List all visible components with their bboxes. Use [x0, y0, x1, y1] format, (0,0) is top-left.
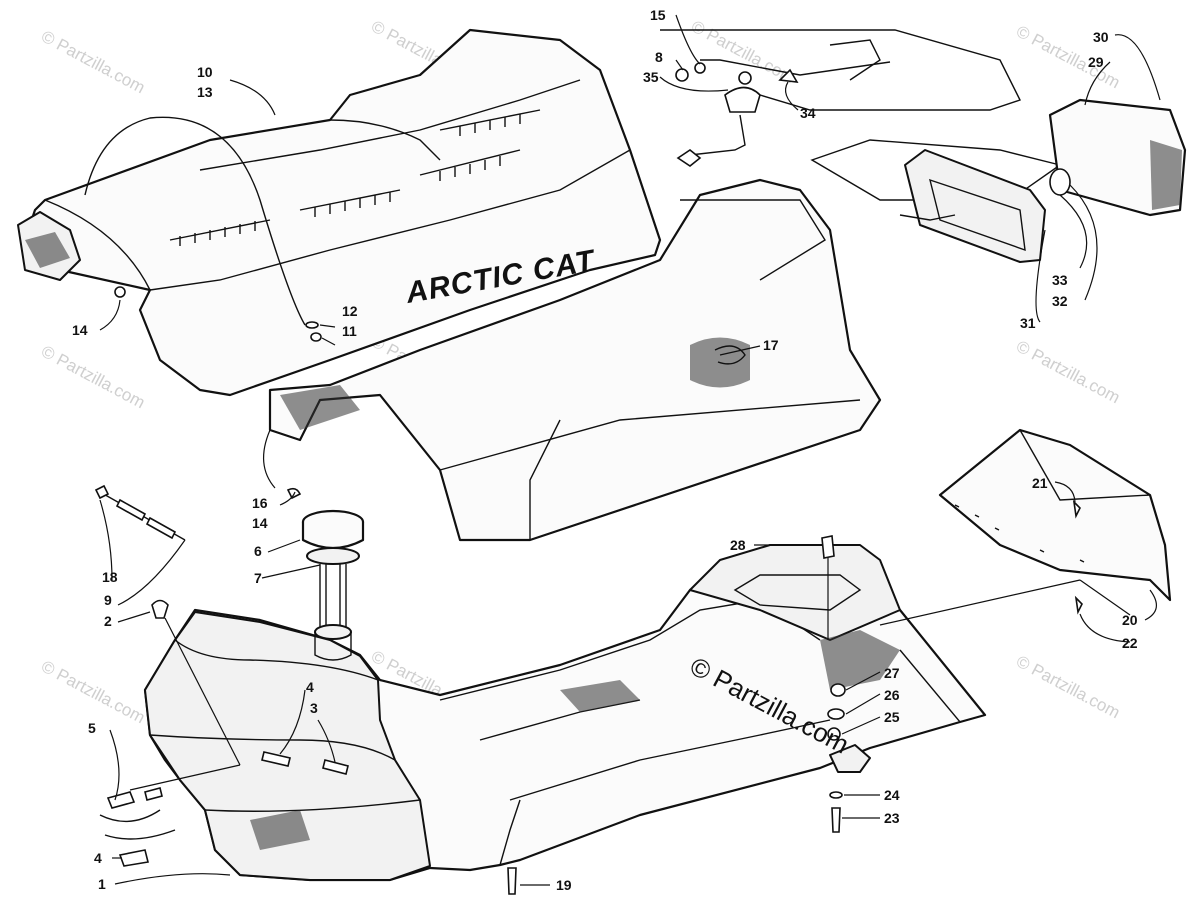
callout-7: 7 — [254, 570, 262, 586]
callout-1: 1 — [98, 876, 106, 892]
taillight-lens — [1048, 98, 1187, 217]
seat-assembly: ARCTIC CAT — [17, 28, 882, 542]
callout-35: 35 — [643, 69, 659, 85]
callout-17: 17 — [763, 337, 779, 353]
watermark-tile: © Partzilla.com — [38, 342, 148, 413]
callout-34: 34 — [800, 105, 816, 121]
callout-30: 30 — [1093, 29, 1109, 45]
callout-26: 26 — [884, 687, 900, 703]
callout-31: 31 — [1020, 315, 1036, 331]
bracket — [938, 428, 1172, 602]
grommet — [724, 86, 761, 113]
callout-29: 29 — [1088, 54, 1104, 70]
connector — [676, 149, 702, 167]
hardware — [94, 286, 1083, 895]
washer — [738, 71, 752, 85]
callout-24: 24 — [884, 787, 900, 803]
callout-25: 25 — [884, 709, 900, 725]
console-box — [689, 544, 901, 641]
callout-23: 23 — [884, 810, 900, 826]
taillight-housing — [904, 149, 1046, 263]
seat-cushion — [23, 28, 662, 397]
seat-strap — [84, 116, 306, 326]
callout-10: 10 — [197, 64, 213, 80]
watermark-tile: © Partzilla.com — [38, 27, 148, 98]
callout-2: 2 — [104, 613, 112, 629]
cap-gasket — [306, 547, 360, 565]
callout-6: 6 — [254, 543, 262, 559]
callout-18: 18 — [102, 569, 118, 585]
callout-28: 28 — [730, 537, 746, 553]
bulb — [1049, 168, 1071, 196]
callout-14: 14 — [252, 515, 268, 531]
callout-13: 13 — [197, 84, 213, 100]
callout-21: 21 — [1032, 475, 1048, 491]
fuel-filler — [301, 509, 365, 661]
leader-lines — [99, 14, 1161, 886]
callout-5: 5 — [88, 720, 96, 736]
callout-4: 4 — [306, 679, 314, 695]
watermark-tile: © Partzilla.com — [1013, 337, 1123, 408]
callout-20: 20 — [1122, 612, 1138, 628]
watermark-tile: © Partzilla.com — [1013, 652, 1123, 723]
callout-3: 3 — [310, 700, 318, 716]
rear-bracket — [938, 428, 1172, 602]
callout-12: 12 — [342, 303, 358, 319]
fuel-tank-assembly — [143, 544, 987, 882]
filler-neck — [314, 624, 352, 640]
watermark-tile: © Partzilla.com — [38, 657, 148, 728]
callout-32: 32 — [1052, 293, 1068, 309]
callout-19: 19 — [556, 877, 572, 893]
callout-8: 8 — [655, 49, 663, 65]
callout-labels: 10 13 14 12 11 16 14 6 7 18 9 2 5 4 3 4 … — [72, 7, 1138, 893]
callout-33: 33 — [1052, 272, 1068, 288]
callout-15: 15 — [650, 7, 666, 23]
callout-27: 27 — [884, 665, 900, 681]
callout-4: 4 — [94, 850, 102, 866]
taillight-assembly — [660, 29, 1187, 263]
callout-14: 14 — [72, 322, 88, 338]
callout-11: 11 — [342, 323, 357, 339]
callout-9: 9 — [104, 592, 112, 608]
callout-16: 16 — [252, 495, 268, 511]
callout-22: 22 — [1122, 635, 1138, 651]
